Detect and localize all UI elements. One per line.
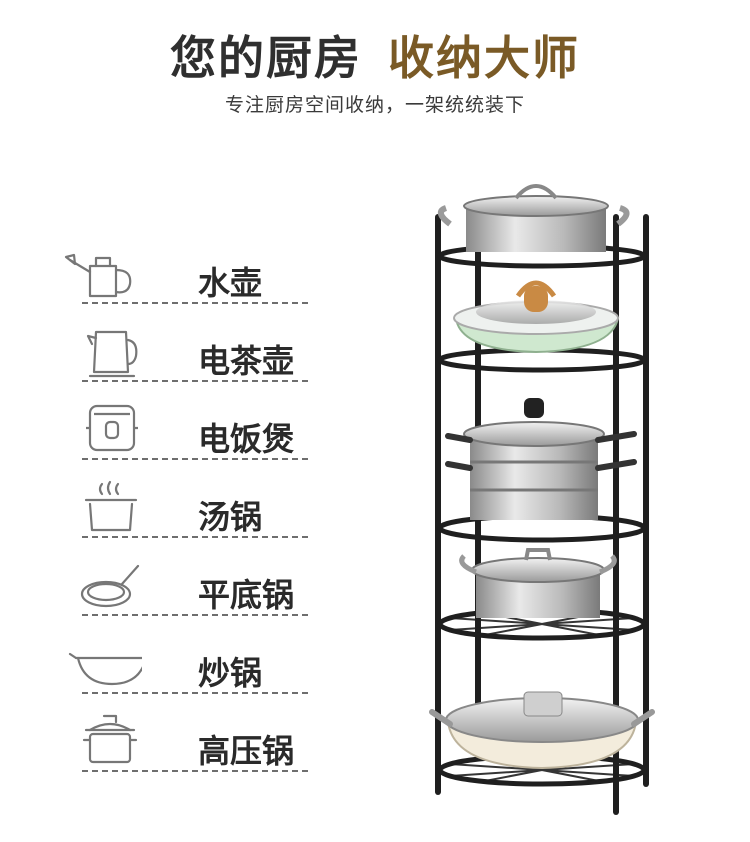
steamer-pot <box>445 398 637 520</box>
dashed-divider <box>82 380 308 382</box>
list-item: 水壶 <box>62 244 308 322</box>
page-subtitle: 专注厨房空间收纳，一架统统装下 <box>224 94 525 116</box>
title-main: 您的厨房 <box>170 31 362 85</box>
frying-pan-icon <box>80 564 140 608</box>
kitchen-rack-illustration <box>429 184 655 815</box>
list-item: 炒锅 <box>62 634 308 712</box>
dashed-divider <box>82 302 308 304</box>
item-label: 平底锅 <box>198 576 295 614</box>
page-title: 您的厨房收纳大师 <box>0 28 750 88</box>
pressure-cooker-icon <box>82 714 138 764</box>
list-item: 电饭煲 <box>62 400 308 478</box>
item-label: 电饭煲 <box>198 420 295 458</box>
header: 您的厨房收纳大师 专注厨房空间收纳，一架统统装下 <box>0 28 750 117</box>
dashed-divider <box>82 536 308 538</box>
cookware-list: 水壶 电茶壶 电饭煲 <box>62 244 308 790</box>
cream-pot <box>429 691 655 770</box>
item-label: 水壶 <box>198 264 263 302</box>
dashed-divider <box>82 458 308 460</box>
dashed-divider <box>82 614 308 616</box>
watering-can-icon <box>64 253 132 298</box>
dashed-divider <box>82 692 308 694</box>
green-casserole <box>453 280 620 354</box>
title-highlight: 收纳大师 <box>388 31 580 85</box>
soup-pot-icon <box>84 480 138 532</box>
list-item: 电茶壶 <box>62 322 308 400</box>
dashed-divider <box>82 770 308 772</box>
list-item: 高压锅 <box>62 712 308 790</box>
wok-icon <box>68 652 142 686</box>
rice-cooker-icon <box>86 404 138 452</box>
soup-pot <box>459 548 617 618</box>
list-item: 平底锅 <box>62 556 308 634</box>
stockpot <box>437 184 630 252</box>
item-label: 电茶壶 <box>198 342 295 380</box>
item-label: 炒锅 <box>198 654 263 692</box>
item-label: 汤锅 <box>198 498 263 536</box>
list-item: 汤锅 <box>62 478 308 556</box>
electric-kettle-icon <box>86 330 138 378</box>
item-label: 高压锅 <box>198 732 295 770</box>
